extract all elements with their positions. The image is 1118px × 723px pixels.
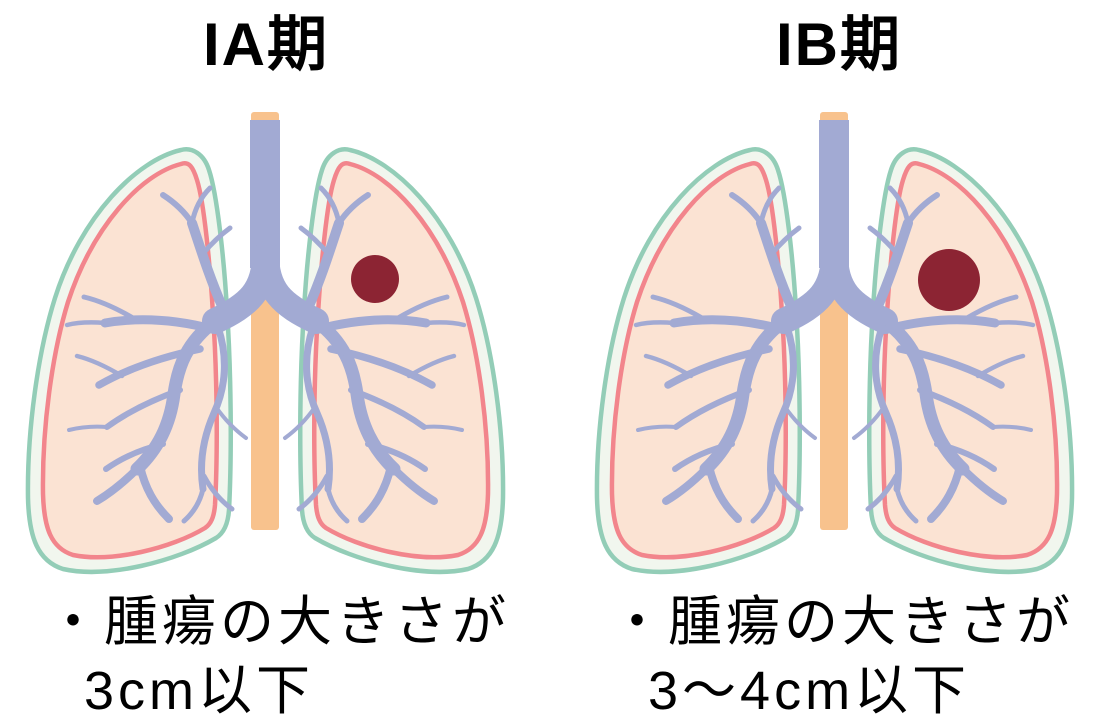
description-line-1: ・腫瘍の大きさが xyxy=(610,592,1074,652)
stage-ib-description: ・腫瘍の大きさが 3〜4cm以下 xyxy=(610,588,1074,723)
tumor-circle-ib xyxy=(918,249,980,311)
stage-ia-description: ・腫瘍の大きさが 3cm以下 xyxy=(46,588,510,723)
lungs-illustration xyxy=(28,112,503,572)
description-line-1: ・腫瘍の大きさが xyxy=(46,592,510,652)
description-line-2: 3cm以下 xyxy=(84,661,315,721)
lungs-illustration xyxy=(597,112,1072,572)
stage-ib-title: IB期 xyxy=(776,11,902,78)
lung-figure-stage-ia xyxy=(9,100,549,580)
description-line-2: 3〜4cm以下 xyxy=(648,661,971,721)
lung-figure-stage-ib xyxy=(578,100,1118,580)
stage-ia-title: IA期 xyxy=(203,11,329,78)
tumor-circle-ia xyxy=(351,255,399,303)
